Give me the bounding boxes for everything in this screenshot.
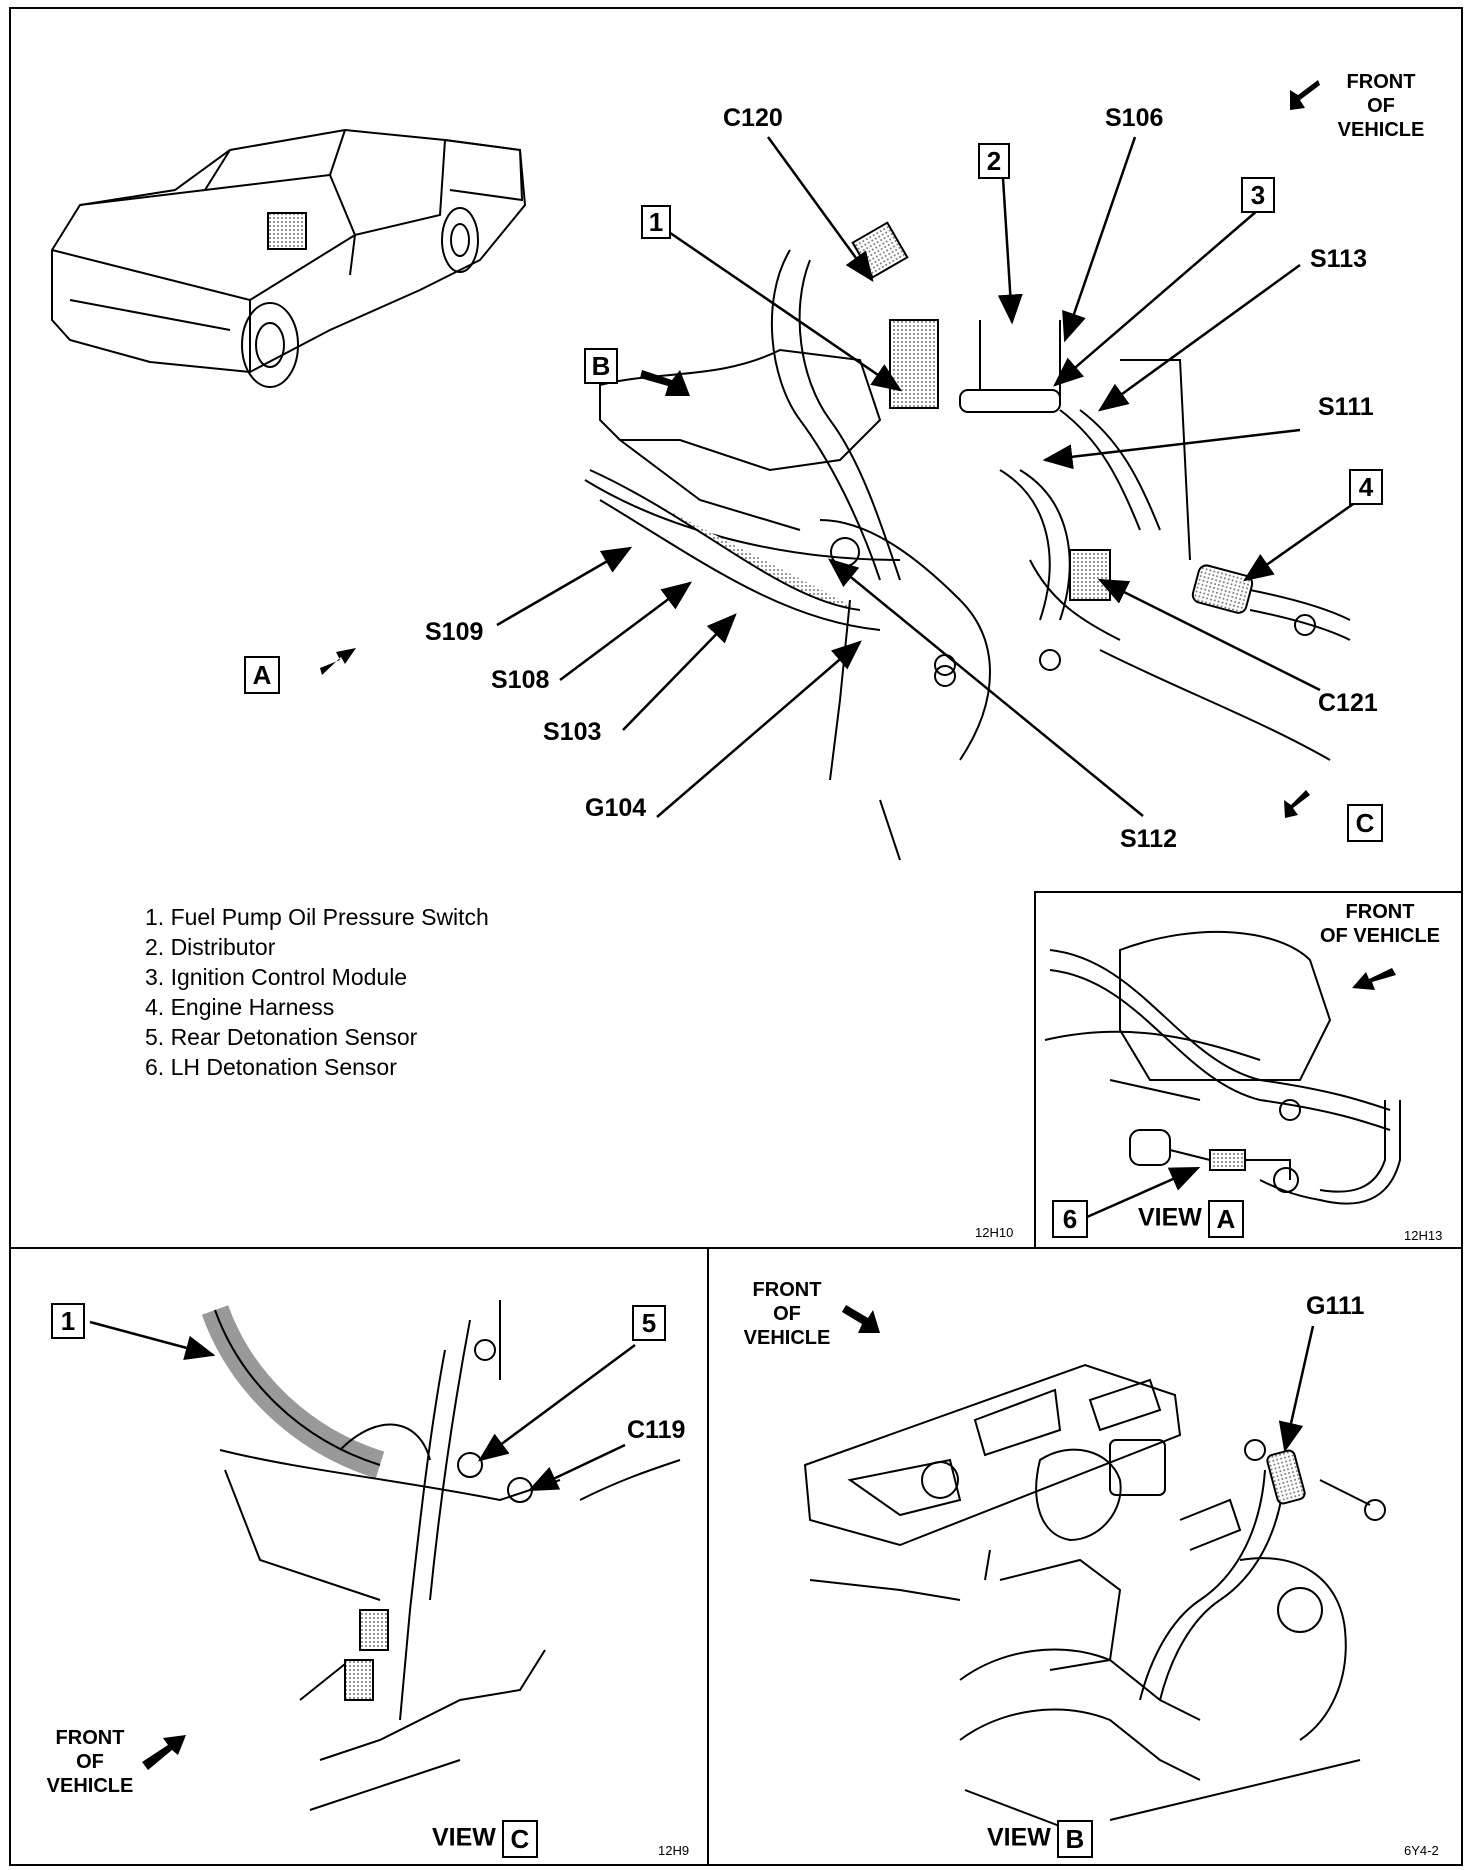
truck-illustration bbox=[51, 128, 527, 388]
view-c-leaders bbox=[89, 1320, 636, 1492]
front-line-3: VEHICLE bbox=[743, 1327, 831, 1349]
view-c-illustration bbox=[201, 1300, 681, 1811]
engine-illustration bbox=[584, 221, 1351, 861]
front-line-1: FRONT bbox=[1346, 71, 1416, 93]
view-marker-c: C bbox=[1347, 804, 1383, 842]
front-of-vehicle-view-a: FRONT OF VEHICLE bbox=[1300, 900, 1460, 948]
front-line-1: FRONT bbox=[752, 1279, 822, 1301]
figure-code-view-c: 12H9 bbox=[658, 1843, 690, 1858]
label-s111: S111 bbox=[1318, 393, 1374, 421]
front-line-2: OF bbox=[76, 1751, 104, 1773]
view-c-direction-arrow bbox=[142, 1735, 186, 1770]
view-word: VIEW bbox=[987, 1823, 1051, 1852]
front-line-3: VEHICLE bbox=[1337, 119, 1425, 141]
view-marker-a: A bbox=[244, 656, 280, 694]
callout-6: 6 bbox=[1052, 1200, 1088, 1238]
legend-item: 1. Fuel Pump Oil Pressure Switch bbox=[145, 904, 489, 930]
figure-code-main: 12H10 bbox=[975, 1225, 1014, 1240]
label-s113: S113 bbox=[1310, 245, 1368, 273]
label-s109: S109 bbox=[425, 618, 484, 646]
legend-item: 4. Engine Harness bbox=[145, 994, 335, 1020]
label-s106: S106 bbox=[1105, 104, 1164, 132]
view-marker-b: B bbox=[584, 348, 618, 384]
view-letter: C bbox=[501, 1820, 538, 1858]
view-a-illustration bbox=[1044, 930, 1401, 1205]
label-g104: G104 bbox=[585, 794, 647, 822]
view-b-direction-arrow bbox=[842, 1305, 880, 1333]
callout-1: 1 bbox=[51, 1303, 85, 1339]
label-c119: C119 bbox=[627, 1416, 686, 1444]
legend-item: 5. Rear Detonation Sensor bbox=[145, 1024, 418, 1050]
callout-4: 4 bbox=[1349, 469, 1383, 505]
main-leaders bbox=[496, 136, 1367, 818]
front-line-2: OF VEHICLE bbox=[1319, 925, 1440, 947]
front-line-2: OF bbox=[1367, 95, 1395, 117]
view-letter: A bbox=[1207, 1200, 1244, 1238]
callout-2: 2 bbox=[978, 143, 1010, 179]
callout-3: 3 bbox=[1241, 177, 1275, 213]
figure-code-view-a: 12H13 bbox=[1404, 1228, 1443, 1243]
legend-item: 2. Distributor bbox=[145, 934, 276, 960]
front-line-2: OF bbox=[773, 1303, 801, 1325]
label-s112: S112 bbox=[1120, 825, 1178, 853]
front-of-vehicle-view-b: FRONT OF VEHICLE bbox=[732, 1278, 842, 1350]
label-s108: S108 bbox=[491, 666, 550, 694]
front-line-1: FRONT bbox=[55, 1727, 125, 1749]
label-c121: C121 bbox=[1318, 689, 1378, 717]
label-s103: S103 bbox=[543, 718, 602, 746]
label-c120: C120 bbox=[723, 104, 783, 132]
figure-code-view-b: 6Y4-2 bbox=[1404, 1843, 1439, 1858]
legend-item: 6. LH Detonation Sensor bbox=[145, 1054, 397, 1080]
legend: 1. Fuel Pump Oil Pressure Switch 2. Dist… bbox=[145, 902, 489, 1082]
callout-5: 5 bbox=[632, 1305, 666, 1341]
view-letter: B bbox=[1056, 1820, 1093, 1858]
front-of-vehicle-view-c: FRONT OF VEHICLE bbox=[30, 1726, 150, 1798]
front-of-vehicle-main: FRONT OF VEHICLE bbox=[1326, 70, 1436, 142]
main-direction-arrows bbox=[320, 80, 1396, 990]
view-word: VIEW bbox=[1138, 1203, 1202, 1232]
callout-1: 1 bbox=[641, 205, 671, 239]
front-line-1: FRONT bbox=[1345, 901, 1415, 923]
view-b-illustration bbox=[803, 1363, 1386, 1831]
legend-item: 3. Ignition Control Module bbox=[145, 964, 408, 990]
view-word: VIEW bbox=[432, 1823, 496, 1852]
view-b-leader bbox=[1278, 1325, 1315, 1453]
view-a-leader bbox=[1086, 1166, 1201, 1219]
panel-frames bbox=[9, 7, 1463, 1866]
front-line-3: VEHICLE bbox=[46, 1775, 134, 1797]
label-g111: G111 bbox=[1306, 1292, 1365, 1320]
